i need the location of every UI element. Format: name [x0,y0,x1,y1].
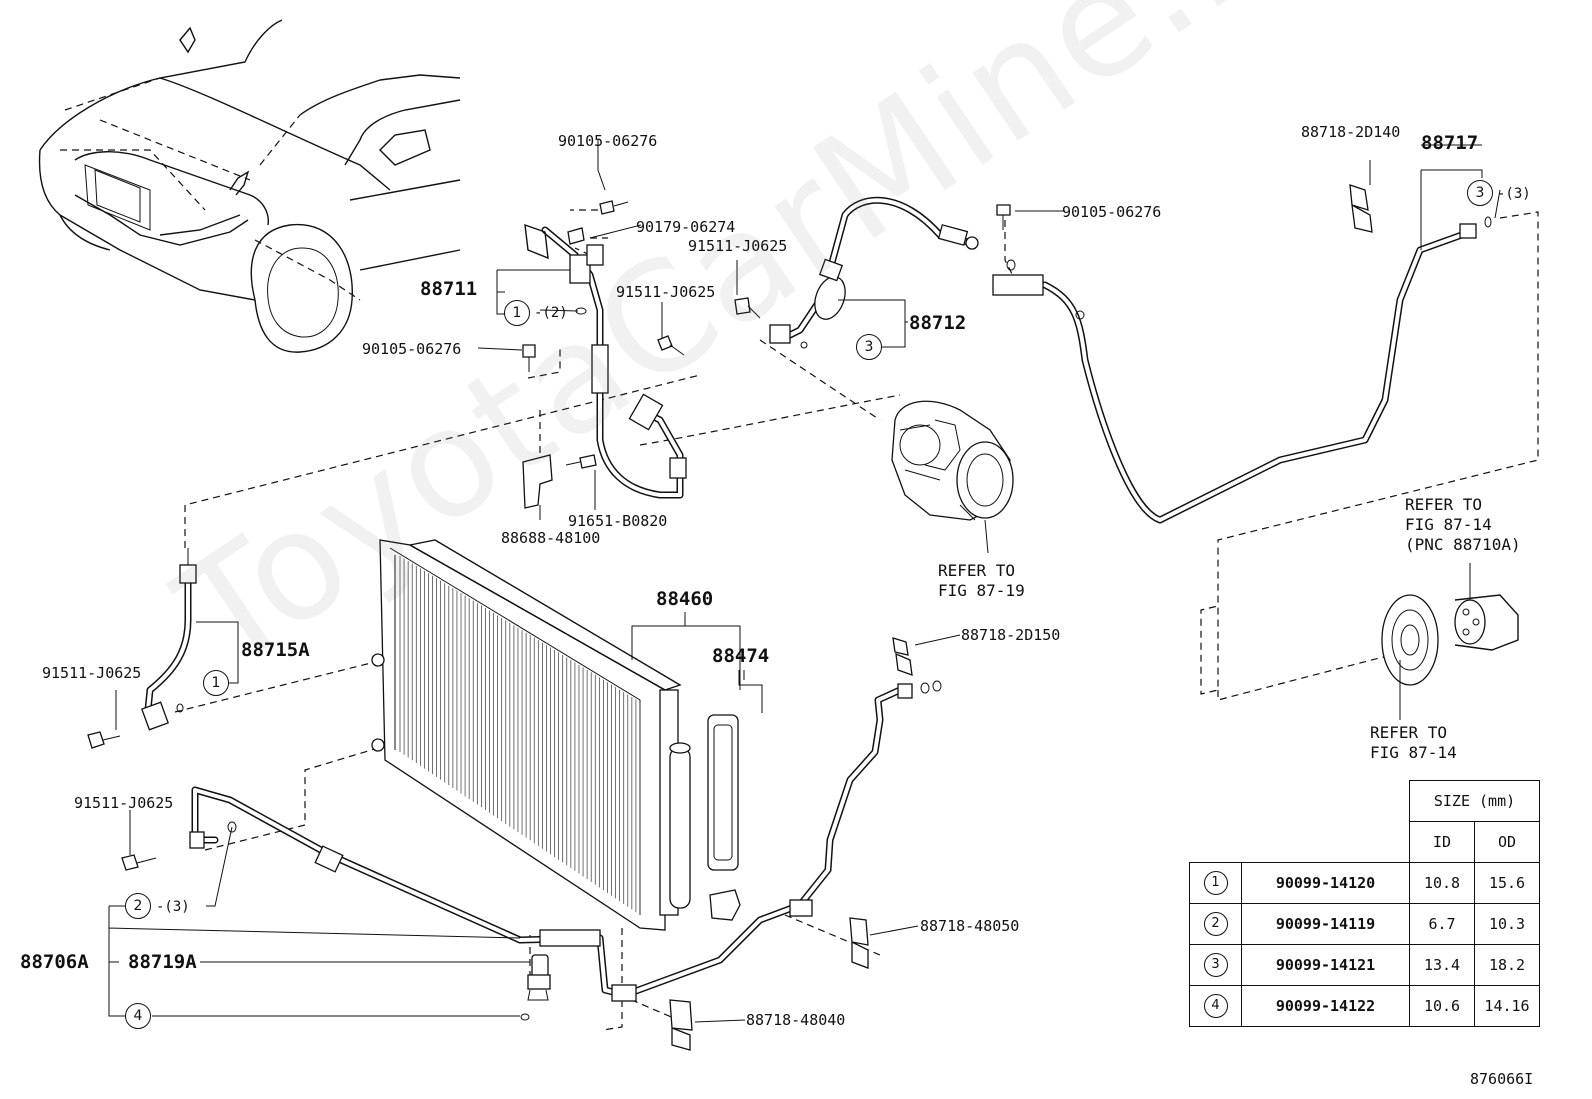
callout-2: 2 [125,893,151,919]
reference-note-compressor: REFER TO FIG 87-19 [938,561,1025,601]
table-subheader-row: ID OD [1190,821,1540,863]
pressure-switch [527,954,551,1001]
part-label-88706a: 88706A [20,951,89,973]
clamps [669,184,1373,1051]
part-label-90179-06274: 90179-06274 [636,218,736,236]
row-part-number: 90099-14121 [1241,944,1410,986]
part-label-88717: 88717 [1421,132,1479,154]
part-label-91651-b0820: 91651-B0820 [568,512,668,530]
hose-fittings [524,223,1477,479]
callout-3: 3 [856,334,882,360]
bolts [87,200,1011,871]
callout-quantity: -(3) [1497,186,1531,202]
compressor [891,400,1014,521]
reference-line: FIG 87-14 [1405,515,1492,534]
table-row: 3 90099-14121 13.4 18.2 [1189,944,1540,986]
reference-line: REFER TO [1405,495,1483,514]
id-column-header: ID [1409,821,1475,863]
row-ref-callout: 2 [1203,912,1228,936]
row-ref-callout: 3 [1203,953,1228,977]
part-label-90105-06276: 90105-06276 [558,132,658,150]
reference-line: FIG 87-19 [938,581,1025,600]
reference-line: FIG 87-14 [1370,743,1457,762]
reference-note-pnc: REFER TO FIG 87-14 (PNC 88710A) [1405,495,1521,555]
row-outer-diameter: 14.16 [1474,985,1540,1027]
magnetic-clutch [1381,594,1519,686]
part-label-88718-2d140: 88718-2D140 [1301,123,1401,141]
row-part-number: 90099-14119 [1241,903,1410,945]
callout-3: 3 [1467,180,1493,206]
part-label-88474: 88474 [712,645,770,667]
callout-1: 1 [203,670,229,696]
diagram-id: 876066I [1470,1070,1534,1088]
row-part-number: 90099-14120 [1241,862,1410,904]
row-inner-diameter: 6.7 [1409,903,1475,945]
part-label-88688-48100: 88688-48100 [501,529,601,547]
row-inner-diameter: 10.6 [1409,985,1475,1027]
part-label-88719a: 88719A [128,951,197,973]
pipes-lower [141,216,1492,1021]
condenser-fins [399,556,641,915]
row-inner-diameter: 10.8 [1409,862,1475,904]
label-leaders [108,140,1501,1023]
part-label-88718-2d150: 88718-2D150 [961,626,1061,644]
row-ref-callout: 4 [1203,994,1228,1018]
table-row: 1 90099-14120 10.8 15.6 [1189,862,1540,904]
row-inner-diameter: 13.4 [1409,944,1475,986]
part-label-90105-06276: 90105-06276 [1062,203,1162,221]
reference-note-clutch: REFER TO FIG 87-14 [1370,723,1457,763]
row-outer-diameter: 18.2 [1474,944,1540,986]
row-outer-diameter: 10.3 [1474,903,1540,945]
part-label-88711: 88711 [420,278,478,300]
row-outer-diameter: 15.6 [1474,862,1540,904]
reference-line: REFER TO [1370,723,1448,742]
part-label-88718-48050: 88718-48050 [920,917,1020,935]
vehicle-front-illustration [38,19,461,353]
part-label-91511-j0625: 91511-J0625 [74,794,174,812]
callout-4: 4 [125,1003,151,1029]
part-label-90105-06276: 90105-06276 [362,340,462,358]
row-ref-callout: 1 [1203,871,1228,895]
callout-quantity: -(3) [156,899,190,915]
reference-line: (PNC 88710A) [1405,535,1521,554]
part-label-91511-j0625: 91511-J0625 [616,283,716,301]
part-label-88460: 88460 [656,588,714,610]
table-header-row: SIZE (mm) [1190,780,1540,822]
reference-line: REFER TO [938,561,1016,580]
table-row: 4 90099-14122 10.6 14.16 [1189,985,1540,1027]
drier-cartridge [707,714,741,921]
callout-quantity: -(2) [534,305,568,321]
part-label-91511-j0625: 91511-J0625 [688,237,788,255]
part-label-88712: 88712 [909,312,967,334]
bracket-88688 [522,454,553,509]
table-row: 2 90099-14119 6.7 10.3 [1189,903,1540,945]
part-label-91511-j0625: 91511-J0625 [42,664,142,682]
part-label-88718-48040: 88718-48040 [746,1011,846,1029]
od-column-header: OD [1474,821,1540,863]
o-ring-size-table: SIZE (mm) ID OD 1 90099-14120 10.8 15.6 … [1189,780,1540,1027]
part-label-88715a: 88715A [241,639,310,661]
callout-1: 1 [504,300,530,326]
row-part-number: 90099-14122 [1241,985,1410,1027]
size-header: SIZE (mm) [1409,780,1540,822]
condenser [371,539,691,931]
